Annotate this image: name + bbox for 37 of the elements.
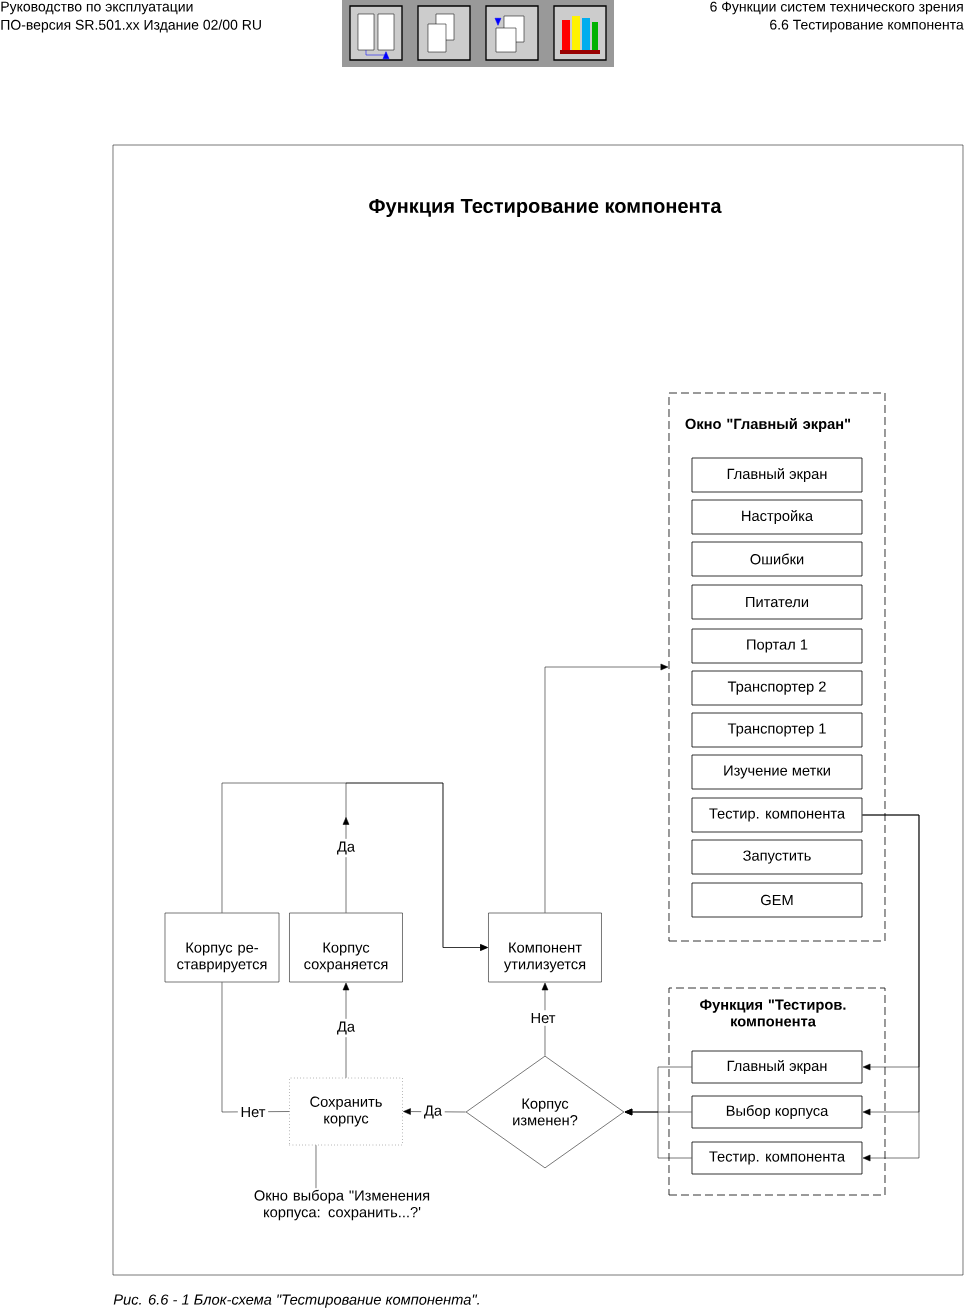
menu-button: Запустить [691,839,863,875]
menu-button: GEM [691,882,863,918]
process-box: Компонент утилизуется [488,912,602,983]
arrow [544,663,669,913]
header-text: 6 Функции систем технического зрения [710,1,963,15]
edge-label: Да [421,1102,445,1122]
menu-button: Настройка [691,499,863,535]
arrow [342,782,488,951]
menu-button: Портал 1 [691,628,863,664]
leader-line [315,1145,317,1189]
menu-button: Питатели [691,584,863,620]
menu-button: Ошибки [691,541,863,577]
arrow [541,982,549,1056]
process-box: Корпус сохраняется [289,912,403,983]
edge-label: Нет [237,1104,269,1120]
header-text: ПО-версия SR.501.xx Издание 02/00 RU [1,19,261,33]
caption: Рис. 6.6 - 1 Блок-схема "Тестирование компонента". [113,1294,479,1308]
edge-label: Нет [527,1010,559,1026]
edge-label: Да [334,1018,358,1038]
menu-button: Тестир. компонента [691,1141,863,1175]
title: Функция Тестирование компонента [369,199,722,217]
edge-label: Да [334,838,358,858]
arrow [624,1108,692,1159]
dialog-box: Сохранить корпус [289,1077,403,1146]
arrow [403,1108,466,1115]
header-text: Руководство по эксплуатации [1,1,193,15]
menu-button: Транспортер 1 [691,712,863,748]
note-text: Окно выбора "Изменения корпуса: сохранить...?' [254,1189,430,1221]
menu-button: Выбор корпуса [691,1095,863,1129]
menu-button: Главный экран [691,1050,863,1084]
arrow [342,982,350,1078]
menu-button: Тестир. компонента [691,797,863,833]
menu-button: Изучение метки [691,754,863,790]
menu-button: Главный экран [691,457,863,493]
process-box: Корпус ре- ставрируется [164,912,280,983]
menu-button: Транспортер 2 [691,670,863,706]
header-text: 6.6 Тестирование компонента [770,19,964,33]
